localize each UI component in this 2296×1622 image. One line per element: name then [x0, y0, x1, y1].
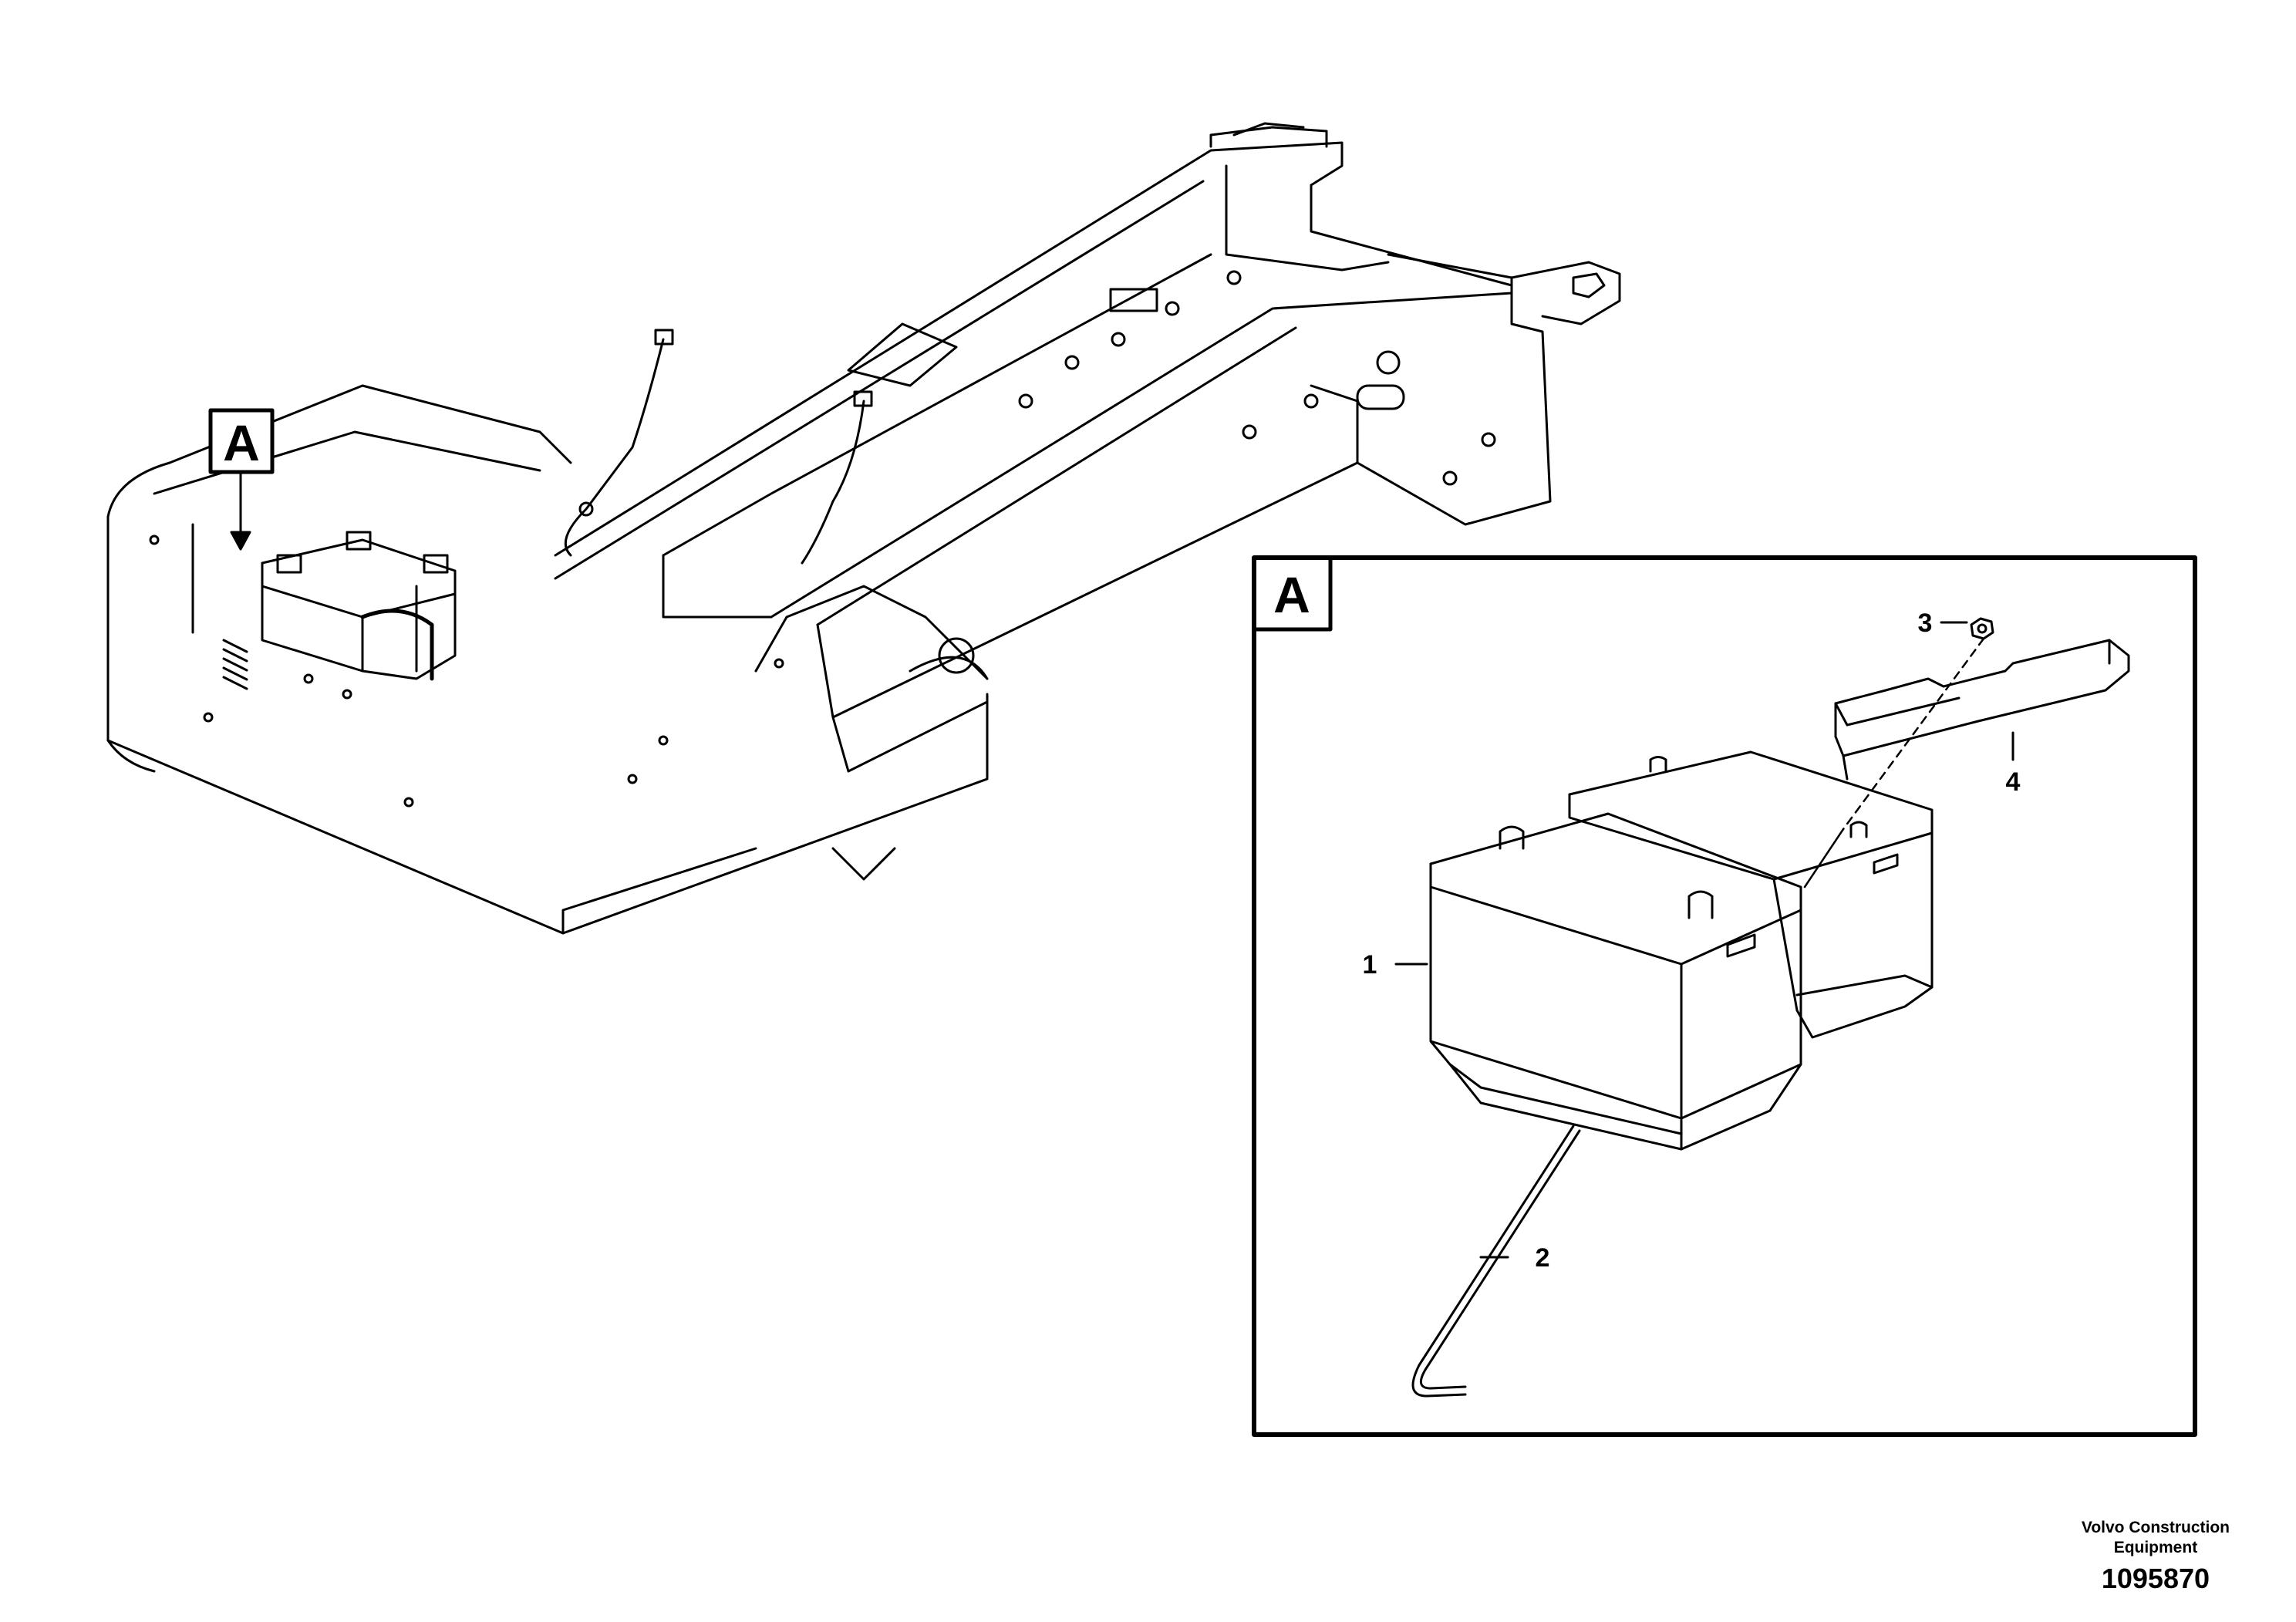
tag-a-arrowhead — [230, 531, 251, 551]
rear-battery — [1568, 750, 1934, 1039]
assembly-solid-line — [1803, 828, 1845, 889]
tag-a-box — [208, 408, 275, 474]
footer: Volvo Construction Equipment 1095870 — [2082, 1518, 2230, 1597]
j-bolt — [1411, 1125, 1581, 1398]
assembly-dashed-line — [1842, 637, 1985, 831]
hold-down-bracket — [1834, 639, 2130, 781]
company-name-line2: Equipment — [2113, 1539, 2198, 1556]
tag-a-label: A — [223, 414, 260, 471]
callout-1: 1 — [1363, 950, 1377, 980]
tray-batteries — [261, 531, 457, 681]
detail-view-tag-label: A — [1273, 566, 1310, 623]
callout-3: 3 — [1918, 609, 1933, 638]
detail-view-frame — [1252, 555, 2197, 1437]
wiring-harness — [564, 329, 873, 565]
frame-assembly — [554, 122, 1621, 773]
drawing-number: 1095870 — [2101, 1563, 2210, 1594]
nut — [1970, 617, 1994, 640]
callout-2: 2 — [1536, 1243, 1550, 1273]
detail-view-tag-box — [1252, 555, 1333, 632]
front-battery — [1429, 812, 1802, 1151]
company-name-line1: Volvo Construction — [2081, 1519, 2230, 1536]
callout-4: 4 — [2006, 767, 2021, 797]
